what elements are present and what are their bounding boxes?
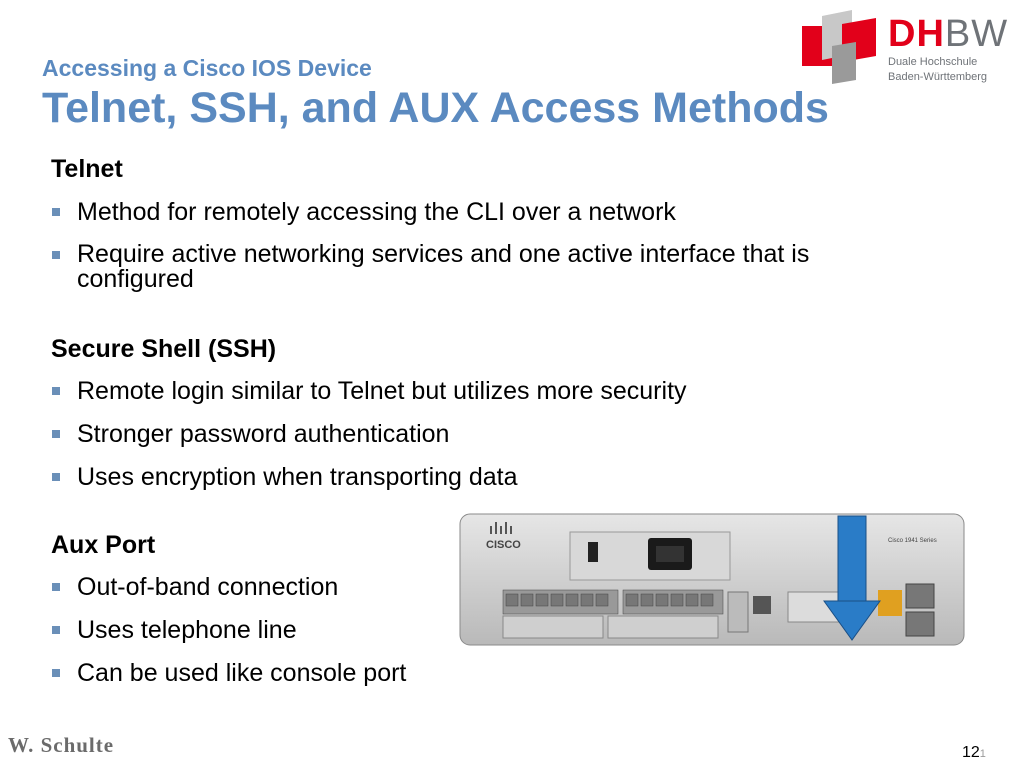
bullet-square-icon [52, 669, 60, 677]
slide-subtitle: Accessing a Cisco IOS Device [42, 55, 372, 81]
bullet-square-icon [52, 626, 60, 634]
bullet-item: Uses telephone line [52, 617, 452, 644]
section-heading-telnet: Telnet [51, 155, 123, 183]
author-footer: W. Schulte [8, 733, 115, 757]
bullet-item: Stronger password authentication [52, 421, 922, 448]
dhbw-logo: DHBW Duale Hochschule Baden-Württemberg [796, 6, 1018, 86]
router-model-label: Cisco 1941 Series [888, 538, 937, 544]
bullet-item: Uses encryption when transporting data [52, 464, 922, 491]
bullet-item: Remote login similar to Telnet but utili… [52, 378, 922, 405]
aux-port-arrow-icon [823, 515, 881, 641]
dhbw-wordmark: DHBW [888, 13, 1009, 55]
dhbw-line-2: Baden-Württemberg [888, 71, 988, 83]
bullet-item: Method for remotely accessing the CLI ov… [52, 199, 922, 226]
dhbw-logo-text: DHBW Duale Hochschule Baden-Württemberg [888, 14, 1008, 84]
bullet-square-icon [52, 208, 60, 216]
bullet-item: Require active networking services and o… [52, 242, 922, 292]
dhbw-logo-mark-icon [802, 10, 876, 84]
section-heading-ssh: Secure Shell (SSH) [51, 335, 277, 363]
bullet-item: Can be used like console port [52, 660, 452, 687]
page-number: 121 [962, 744, 986, 761]
bullet-item: Out-of-band connection [52, 574, 452, 601]
bullet-square-icon [52, 473, 60, 481]
bullet-square-icon [52, 387, 60, 395]
section-heading-aux: Aux Port [51, 531, 156, 559]
slide-title: Telnet, SSH, and AUX Access Methods [42, 84, 829, 132]
bullet-square-icon [52, 583, 60, 591]
dhbw-line-1: Duale Hochschule [888, 56, 978, 68]
cisco-router-image: CISCO Cisco 1941 Series [459, 513, 965, 646]
router-brand-label: CISCO [486, 539, 521, 551]
bullet-square-icon [52, 251, 60, 259]
bullet-square-icon [52, 430, 60, 438]
cisco-logo-icon [490, 522, 512, 534]
